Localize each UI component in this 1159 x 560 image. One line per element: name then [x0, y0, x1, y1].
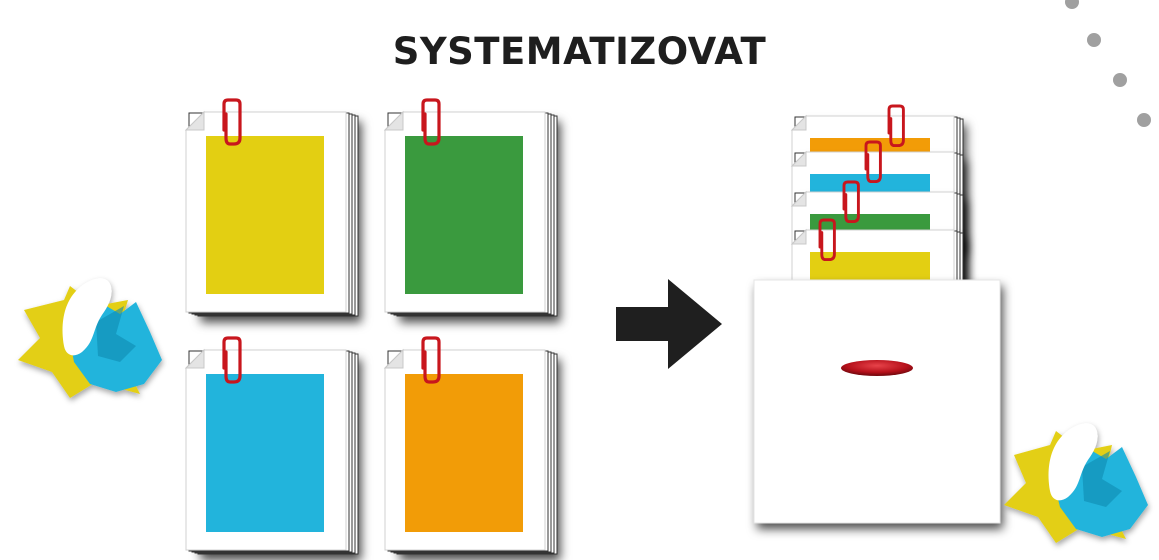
document-color-block — [206, 374, 324, 532]
orange-document-stack — [383, 336, 558, 555]
archive-box-icon — [753, 279, 1001, 524]
paper-clip-icon — [421, 336, 441, 384]
paper-scraps-icon — [1004, 423, 1148, 543]
green-document-stack — [383, 98, 558, 317]
document-color-block — [405, 374, 523, 532]
folded-corner — [383, 348, 404, 369]
paper-clip-icon — [842, 180, 860, 224]
document-color-block — [405, 136, 523, 294]
dot — [1137, 113, 1151, 127]
paper-clip-icon — [887, 104, 905, 148]
folded-corner — [184, 348, 205, 369]
dot — [1065, 0, 1079, 9]
blue-document-stack — [184, 336, 359, 555]
paper-clip-icon — [818, 218, 836, 262]
folded-corner — [184, 110, 205, 131]
paper-scraps-icon — [18, 278, 162, 398]
right-arrow-icon — [616, 279, 722, 369]
decorative-dots — [1065, 0, 1151, 127]
paper-clip-icon — [421, 98, 441, 146]
dot — [1113, 73, 1127, 87]
paper-clip-icon — [222, 336, 242, 384]
paper-clip-icon — [864, 140, 882, 184]
page-title: SYSTEMATIZOVAT — [392, 30, 767, 73]
dot — [1087, 33, 1101, 47]
paper-clip-icon — [222, 98, 242, 146]
document-color-block — [206, 136, 324, 294]
box-handle — [841, 360, 913, 376]
yellow-document-stack — [184, 98, 359, 317]
folded-corner — [383, 110, 404, 131]
